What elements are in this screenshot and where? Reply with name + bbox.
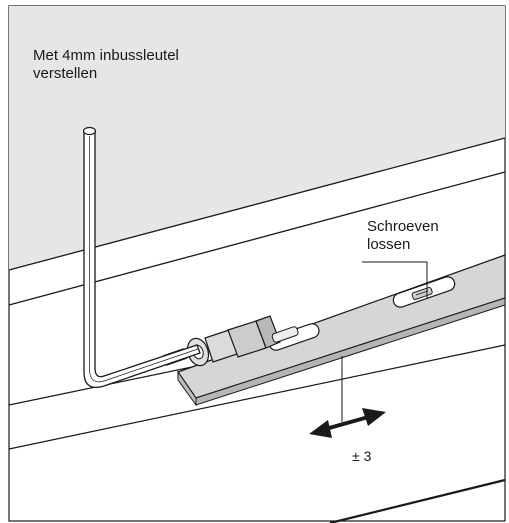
door-panel [9,6,505,270]
hex-key-icon [82,126,201,389]
screws-leader-line [362,261,428,298]
loosen-screws-label: Schroeven lossen [367,218,439,254]
loosen-screws-line2: lossen [367,236,411,253]
double-headed-arrow-icon [309,408,386,438]
cabinet-bottom-line [329,478,506,523]
adjustment-range-label: ± 3 [352,448,372,464]
hex-key-instruction-line1: Met 4mm inbussleutel [33,47,179,64]
loosen-screws-line1: Schroeven [367,218,439,235]
cabinet-line-2 [8,344,506,450]
hex-key-instruction-line2: verstellen [33,65,98,82]
hinge-rail [177,254,506,407]
hex-key-instruction-label: Met 4mm inbussleutel verstellen [33,47,179,83]
